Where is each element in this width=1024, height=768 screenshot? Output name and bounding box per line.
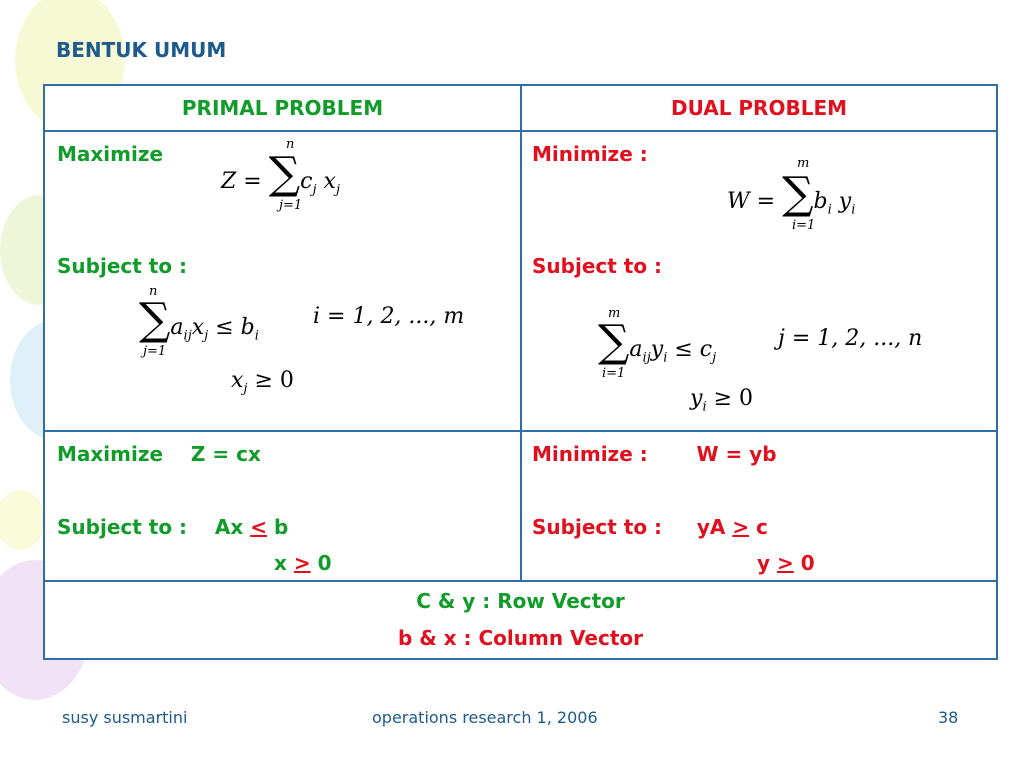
primal-subject-label: Subject to : [57, 254, 188, 278]
footer-page-number: 38 [938, 708, 959, 727]
primal-constraint-formula: ∑aijxj ≤ bi [139, 294, 259, 345]
dual-matrix-cell: Minimize : W = yb Subject to : yA > c y … [520, 430, 998, 582]
primal-nonneg-formula: xj ≥ 0 [231, 368, 294, 397]
primal-objective-formula: Z = ∑cj xj [221, 148, 340, 199]
dual-constraint-sum-lower: i=1 [602, 366, 626, 381]
primal-objective-sum-lower: j=1 [279, 198, 303, 213]
primal-formula-cell: Maximize n Z = ∑cj xj j=1 Subject to : n… [43, 130, 522, 432]
dual-nonneg-formula: yi ≥ 0 [690, 386, 754, 415]
slide-title: BENTUK UMUM [56, 38, 227, 62]
primal-constraint-range: i = 1, 2, ..., m [313, 304, 465, 329]
dual-constraint-range: j = 1, 2, ..., n [778, 326, 923, 351]
primal-matrix-objective: Maximize Z = cx [57, 442, 261, 466]
dual-subject-label: Subject to : [532, 254, 663, 278]
primal-constraint-sum-lower: j=1 [143, 344, 167, 359]
dual-objective-formula: W = ∑bi yi [727, 168, 856, 219]
dual-formula-cell: Minimize : m W = ∑bi yi i=1 Subject to :… [520, 130, 998, 432]
primal-matrix-cell: Maximize Z = cx Subject to : Ax < b x > … [43, 430, 522, 582]
dual-constraint-sum-upper: m [608, 306, 621, 321]
vector-footnote-cell: C & y : Row Vector b & x : Column Vector [43, 580, 998, 660]
primal-matrix-constraint: Subject to : Ax < b [57, 515, 289, 539]
primal-constraint-sum-upper: n [149, 284, 158, 299]
primal-dual-table: PRIMAL PROBLEM DUAL PROBLEM Maximize n Z… [43, 84, 998, 660]
dual-header: DUAL PROBLEM [520, 84, 998, 132]
primal-maximize-label: Maximize [57, 142, 164, 166]
dual-constraint-formula: ∑aijyi ≤ cj [598, 316, 717, 367]
footer-course: operations research 1, 2006 [372, 708, 598, 727]
column-vector-note: b & x : Column Vector [397, 626, 644, 650]
dual-objective-sum-lower: i=1 [792, 218, 816, 233]
dual-matrix-nonneg: y > 0 [757, 551, 815, 575]
dual-minimize-label: Minimize : [532, 142, 648, 166]
primal-matrix-nonneg: x > 0 [274, 551, 332, 575]
primal-objective-sum-upper: n [286, 137, 295, 152]
footer-author: susy susmartini [62, 708, 188, 727]
row-vector-note: C & y : Row Vector [416, 589, 625, 613]
primal-header: PRIMAL PROBLEM [43, 84, 522, 132]
dual-matrix-constraint: Subject to : yA > c [532, 515, 768, 539]
dual-objective-sum-upper: m [797, 156, 810, 171]
dual-matrix-objective: Minimize : W = yb [532, 442, 777, 466]
